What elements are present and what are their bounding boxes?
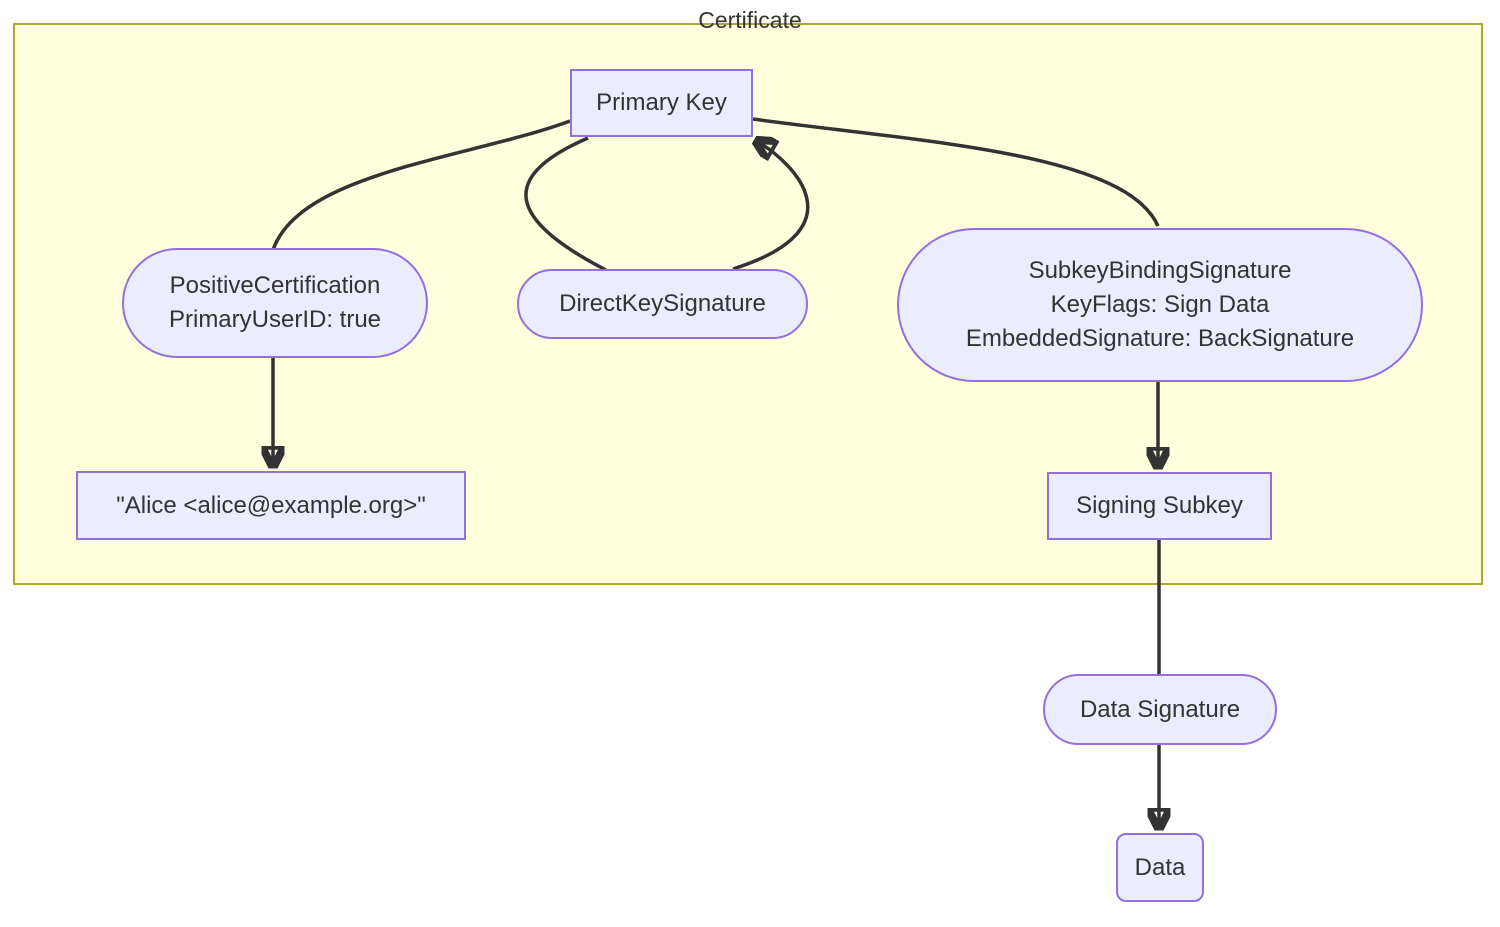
node-data: Data	[1116, 833, 1204, 902]
node-primary-key: Primary Key	[570, 69, 753, 137]
node-positive-certification: PositiveCertification PrimaryUserID: tru…	[122, 248, 428, 358]
node-primary-key-label: Primary Key	[596, 89, 727, 116]
node-user-id: "Alice <alice@example.org>"	[76, 471, 466, 540]
node-data-signature: Data Signature	[1043, 674, 1277, 745]
node-subkey-binding-signature-label: SubkeyBindingSignature KeyFlags: Sign Da…	[965, 257, 1355, 352]
certificate-title: Certificate	[698, 7, 802, 33]
node-signing-subkey: Signing Subkey	[1047, 472, 1272, 540]
node-signing-subkey-label: Signing Subkey	[1076, 492, 1243, 519]
node-direct-key-signature-label: DirectKeySignature	[559, 290, 766, 317]
node-data-label: Data	[1134, 853, 1186, 881]
node-direct-key-signature: DirectKeySignature	[517, 269, 808, 339]
node-positive-certification-label: PositiveCertification PrimaryUserID: tru…	[168, 272, 382, 333]
node-user-id-label: "Alice <alice@example.org>"	[116, 491, 426, 519]
node-subkey-binding-signature: SubkeyBindingSignature KeyFlags: Sign Da…	[897, 228, 1423, 382]
node-data-signature-label: Data Signature	[1079, 695, 1241, 723]
